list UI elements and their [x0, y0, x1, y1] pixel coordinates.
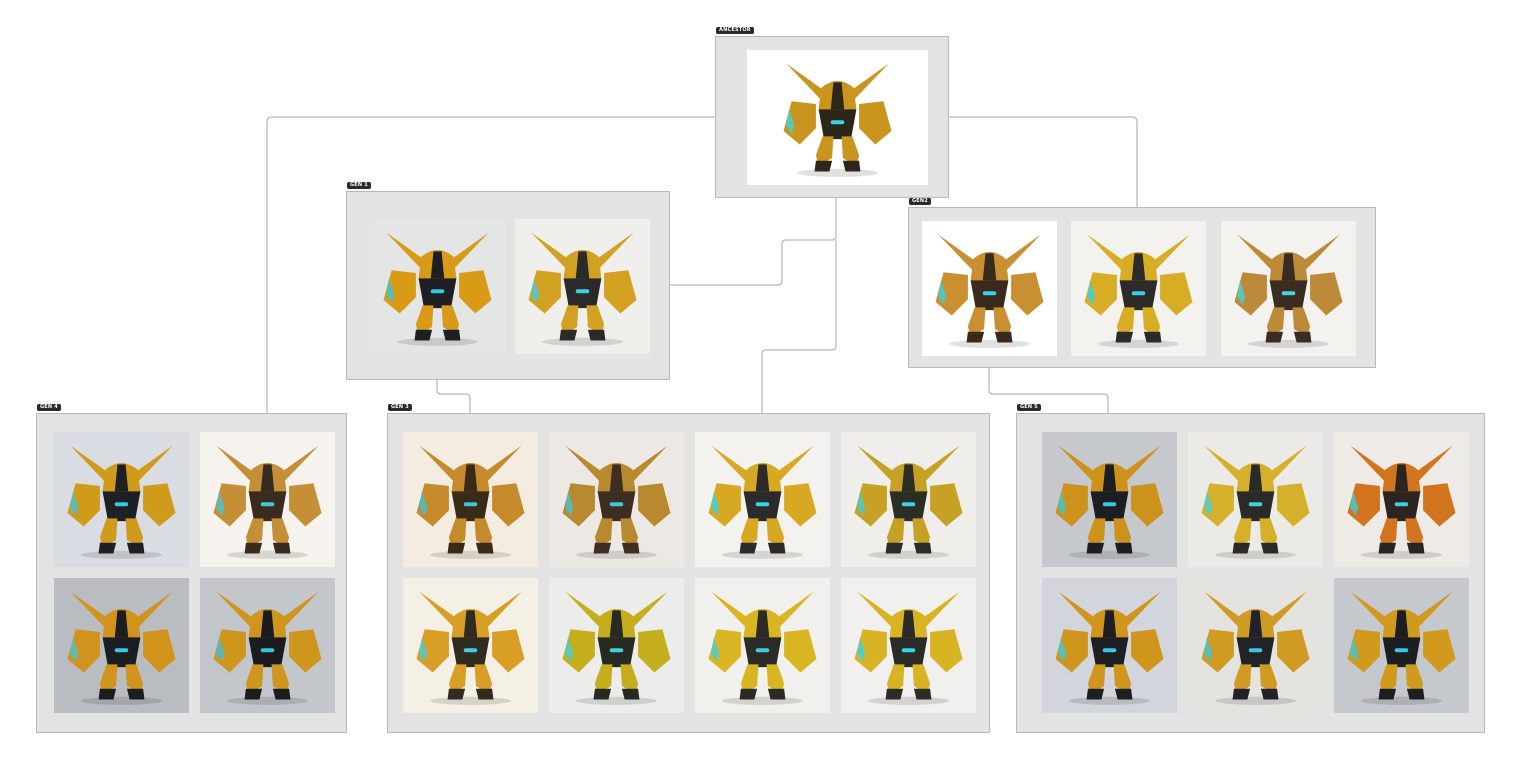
- robot-image[interactable]: [54, 578, 189, 713]
- edge-ancestor-gen1: [651, 184, 837, 286]
- group-label-gen3: GEN 3: [388, 404, 412, 411]
- robot-image[interactable]: [200, 432, 335, 567]
- robot-image[interactable]: [515, 219, 650, 354]
- robot-image[interactable]: [841, 432, 976, 567]
- robot-image[interactable]: [1071, 221, 1206, 356]
- group-ancestor[interactable]: [715, 36, 949, 198]
- robot-image[interactable]: [841, 578, 976, 713]
- edge-ancestor-gen3: [761, 240, 837, 430]
- group-gen2[interactable]: [908, 207, 1376, 368]
- robot-image[interactable]: [549, 578, 684, 713]
- robot-image[interactable]: [1334, 578, 1469, 713]
- robot-image[interactable]: [922, 221, 1057, 356]
- robot-image[interactable]: [370, 219, 505, 354]
- robot-image[interactable]: [403, 432, 538, 567]
- robot-image[interactable]: [1188, 432, 1323, 567]
- group-gen3[interactable]: [387, 413, 990, 733]
- robot-image[interactable]: [695, 432, 830, 567]
- robot-image[interactable]: [549, 432, 684, 567]
- robot-image[interactable]: [1334, 432, 1469, 567]
- robot-image[interactable]: [695, 578, 830, 713]
- group-gen5[interactable]: [1016, 413, 1485, 733]
- group-label-gen5: GEN 5: [1017, 404, 1041, 411]
- robot-image[interactable]: [54, 432, 189, 567]
- robot-image[interactable]: [1042, 432, 1177, 567]
- robot-image[interactable]: [200, 578, 335, 713]
- robot-image[interactable]: [1188, 578, 1323, 713]
- edge-ancestor-gen2: [928, 116, 1138, 219]
- robot-image[interactable]: [1221, 221, 1356, 356]
- robot-image[interactable]: [747, 50, 928, 185]
- group-label-gen4: GEN 4: [37, 404, 61, 411]
- group-label-gen1: GEN 1: [347, 182, 371, 189]
- group-label-gen2: GEN2: [909, 198, 931, 205]
- group-gen4[interactable]: [36, 413, 347, 733]
- robot-image[interactable]: [403, 578, 538, 713]
- group-label-ancestor: ANCESTOR: [716, 27, 754, 34]
- group-gen1[interactable]: [346, 191, 670, 380]
- robot-image[interactable]: [1042, 578, 1177, 713]
